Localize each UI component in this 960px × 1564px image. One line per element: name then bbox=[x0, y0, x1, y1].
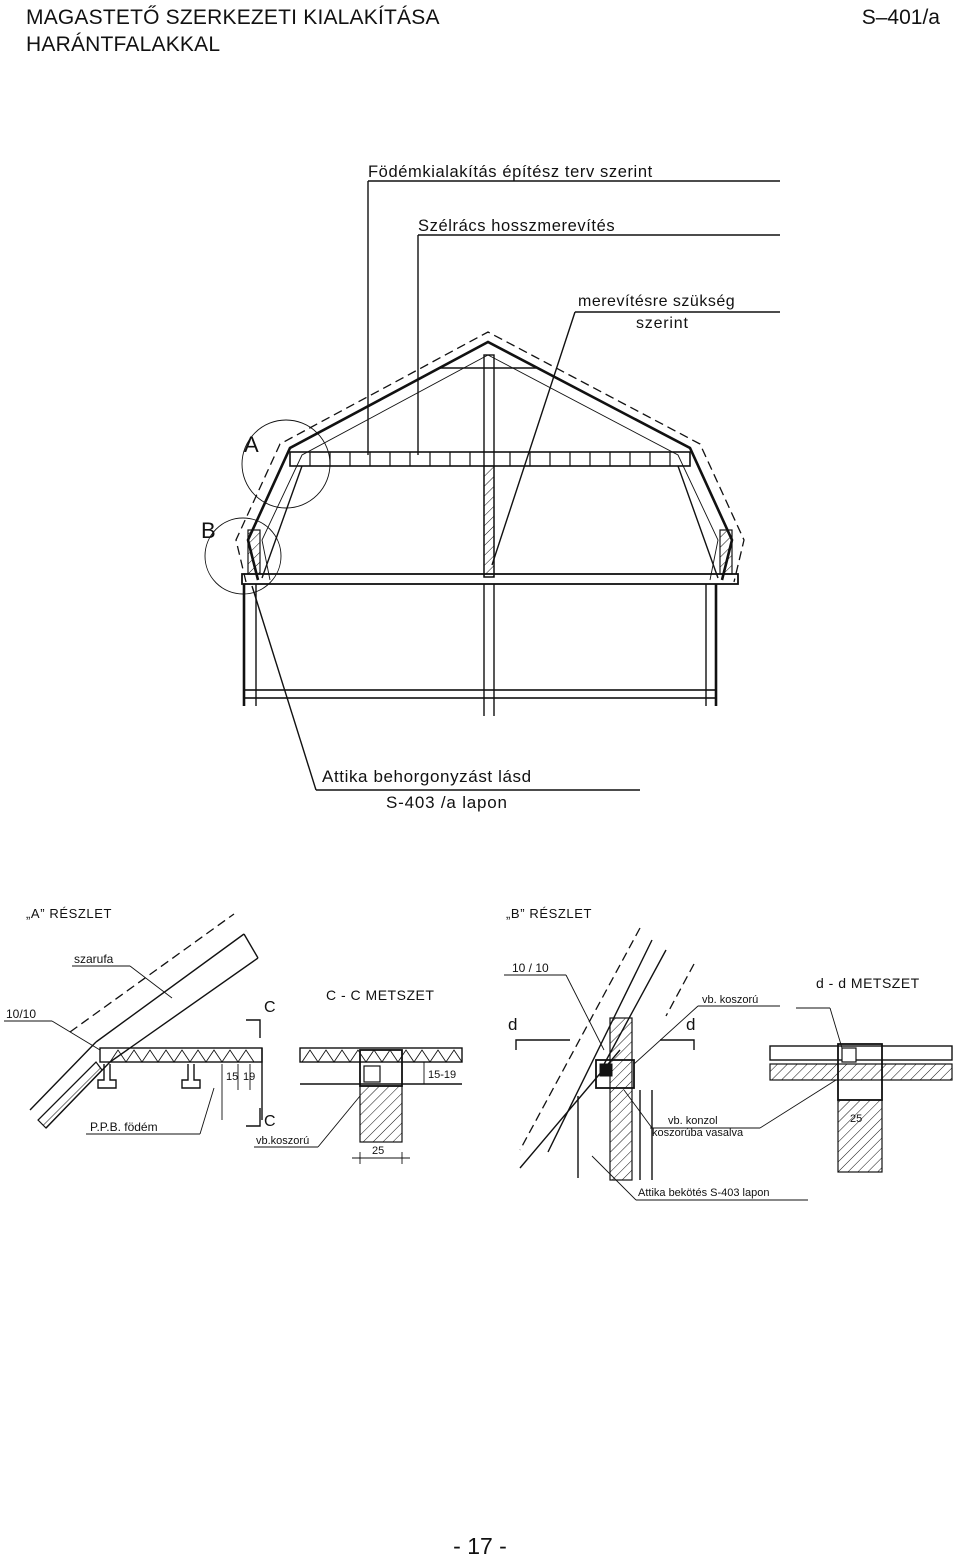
detail-b: „B” RÉSZLET 10 / 10 d d vb. koszorú vb. … bbox=[504, 906, 953, 1201]
detail-b-label-1010: 10 / 10 bbox=[512, 961, 549, 975]
detail-a-label-szarufa: szarufa bbox=[74, 952, 114, 966]
label-fodem: Födémkialakítás építész terv szerint bbox=[368, 163, 653, 181]
page-title-line-2: HARÁNTFALAKKAL bbox=[26, 33, 221, 56]
detail-circle-a bbox=[241, 419, 331, 509]
detail-b-d-left: d bbox=[508, 1015, 517, 1034]
detail-a-label-vb-koszoru: vb.koszorú bbox=[256, 1135, 309, 1147]
detail-a-dim-15-19: 15-19 bbox=[428, 1069, 456, 1081]
detail-b-label-konzol-2: koszorúba vasalva bbox=[652, 1127, 744, 1139]
detail-b-dim-25: 25 bbox=[850, 1113, 862, 1125]
sheet-code: S–401/a bbox=[861, 6, 940, 29]
label-attika-2: S-403 /a lapon bbox=[386, 793, 508, 812]
page-title: MAGASTETŐ SZERKEZETI KIALAKÍTÁSA HARÁNTF… bbox=[26, 4, 440, 58]
detail-marker-b: B bbox=[201, 518, 216, 543]
detail-a: „A” RÉSZLET szarufa 10/10 15 19 C bbox=[4, 906, 463, 1164]
detail-b-section-title: d - d METSZET bbox=[816, 975, 920, 991]
label-szelracs: Szélrács hosszmerevítés bbox=[418, 217, 615, 235]
detail-a-label-ppb: P.P.B. födém bbox=[90, 1120, 158, 1134]
detail-b-d-right: d bbox=[686, 1015, 695, 1034]
detail-a-dim-25: 25 bbox=[372, 1145, 384, 1157]
main-section: Födémkialakítás építész terv szerint Szé… bbox=[201, 163, 780, 812]
detail-a-section-title: C - C METSZET bbox=[326, 987, 434, 1003]
page-title-line-1: MAGASTETŐ SZERKEZETI KIALAKÍTÁSA bbox=[26, 6, 440, 29]
detail-b-label-vb-koszoru: vb. koszorú bbox=[702, 994, 758, 1006]
label-merevites-1: merevítésre szükség bbox=[578, 293, 735, 310]
detail-b-label-konzol-1: vb. konzol bbox=[668, 1115, 718, 1127]
detail-b-label-attika: Attika bekötés S-403 lapon bbox=[638, 1187, 769, 1199]
collar-joists bbox=[309, 452, 671, 466]
detail-b-heading: „B” RÉSZLET bbox=[506, 906, 592, 921]
detail-marker-a: A bbox=[244, 432, 259, 457]
detail-circle-b bbox=[204, 517, 282, 595]
detail-a-c-top: C bbox=[264, 999, 276, 1016]
detail-a-label-1010: 10/10 bbox=[6, 1007, 36, 1021]
label-attika-1: Attika behorgonyzást lásd bbox=[322, 767, 532, 786]
detail-a-dim-19: 19 bbox=[243, 1071, 255, 1083]
detail-a-heading: „A” RÉSZLET bbox=[26, 906, 112, 921]
detail-a-dim-15: 15 bbox=[226, 1071, 238, 1083]
page-number: - 17 - bbox=[453, 1533, 507, 1559]
detail-a-c-bottom: C bbox=[264, 1113, 276, 1130]
label-merevites-2: szerint bbox=[636, 315, 689, 332]
